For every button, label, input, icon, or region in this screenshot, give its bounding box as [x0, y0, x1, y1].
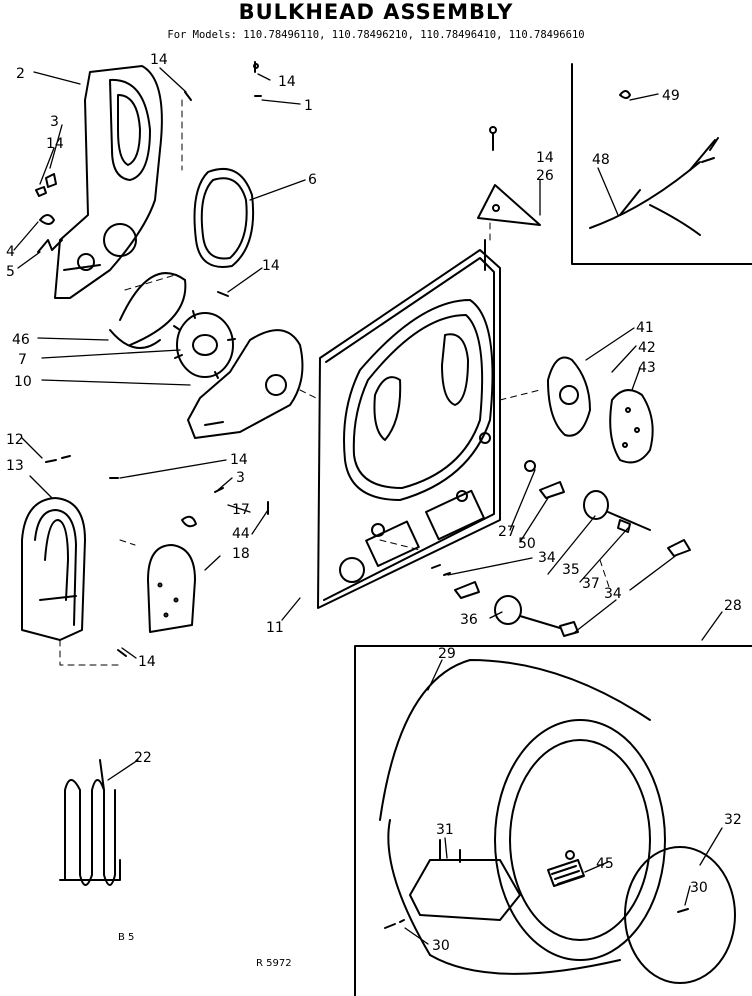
callout-6: 6 [308, 172, 317, 188]
callout-30: 30 [690, 880, 708, 896]
callout-44: 44 [232, 526, 250, 542]
part-34-roller-brackets [667, 539, 691, 557]
footer-right-code: R 5972 [256, 958, 292, 969]
part-11-bulkhead-panel [317, 239, 501, 609]
callout-48: 48 [592, 152, 610, 168]
callout-34: 34 [604, 586, 622, 602]
part-48-wire-harness-inset [571, 63, 752, 265]
callout-14: 14 [138, 654, 156, 670]
part-32-drum-seal-ring [624, 846, 736, 984]
callout-35: 35 [562, 562, 580, 578]
callout-14: 14 [262, 258, 280, 274]
callout-22: 22 [134, 750, 152, 766]
callout-leaders [13, 67, 723, 945]
callout-14: 14 [150, 52, 168, 68]
callout-7: 7 [18, 352, 27, 368]
callout-2: 2 [16, 66, 25, 82]
callout-14: 14 [46, 136, 64, 152]
callout-14: 14 [536, 150, 554, 166]
part-3-4-5-clips [35, 173, 63, 253]
part-17-44-fasteners [181, 487, 269, 528]
callout-30: 30 [432, 938, 450, 954]
callout-42: 42 [638, 340, 656, 356]
part-29-drum [379, 659, 666, 975]
callout-labels: 2 3 14 4 5 14 14 1 6 14 46 7 10 12 13 14… [6, 52, 742, 969]
callout-13: 13 [6, 458, 24, 474]
part-43-filter-cover [609, 389, 654, 464]
callout-3: 3 [50, 114, 59, 130]
callout-43: 43 [638, 360, 656, 376]
callout-1: 1 [304, 98, 313, 114]
callout-18: 18 [232, 546, 250, 562]
part-7-blower-wheel [173, 310, 236, 379]
callout-17: 17 [232, 502, 250, 518]
guide-lines [59, 99, 611, 666]
callout-4: 4 [6, 244, 15, 260]
part-41-sensor-housing [547, 356, 591, 437]
callout-36: 36 [460, 612, 478, 628]
callout-50: 50 [518, 536, 536, 552]
part-26-bracket [477, 126, 541, 226]
callout-37: 37 [582, 576, 600, 592]
callout-11: 11 [266, 620, 284, 636]
part-27-50-roller-shafts [431, 460, 565, 599]
callout-46: 46 [12, 332, 30, 348]
callout-28: 28 [724, 598, 742, 614]
footer-left-code: B 5 [118, 932, 134, 943]
callout-5: 5 [6, 264, 15, 280]
part-22-heating-element [59, 759, 121, 886]
part-12-screw [45, 455, 71, 463]
part-2-blower-housing [54, 65, 163, 299]
callout-14: 14 [278, 74, 296, 90]
part-10-housing-cover [187, 329, 304, 439]
part-6-seal [193, 167, 255, 268]
callout-3: 3 [236, 470, 245, 486]
callout-26: 26 [536, 168, 554, 184]
part-35-roller [583, 490, 651, 533]
callout-34: 34 [538, 550, 556, 566]
part-45-drum-bearing [547, 850, 585, 887]
part-18-heater-shield [147, 544, 196, 633]
callout-49: 49 [662, 88, 680, 104]
part-13-exhaust-duct [21, 497, 86, 641]
callout-41: 41 [636, 320, 654, 336]
callout-14: 14 [230, 452, 248, 468]
callout-10: 10 [14, 374, 32, 390]
callout-32: 32 [724, 812, 742, 828]
callout-29: 29 [438, 646, 456, 662]
part-31-drum-baffle [409, 839, 521, 921]
callout-45: 45 [596, 856, 614, 872]
part-46-belt [109, 272, 187, 349]
callout-31: 31 [436, 822, 454, 838]
diagram-title: BULKHEAD ASSEMBLY [238, 0, 514, 24]
callout-27: 27 [498, 524, 516, 540]
part-30-screws [384, 919, 405, 929]
callout-12: 12 [6, 432, 24, 448]
part-28-drum-assembly-inset [354, 645, 752, 996]
model-list: For Models: 110.78496110, 110.78496210, … [167, 29, 585, 41]
part-14-screws [109, 61, 262, 657]
part-36-roller [494, 595, 579, 637]
